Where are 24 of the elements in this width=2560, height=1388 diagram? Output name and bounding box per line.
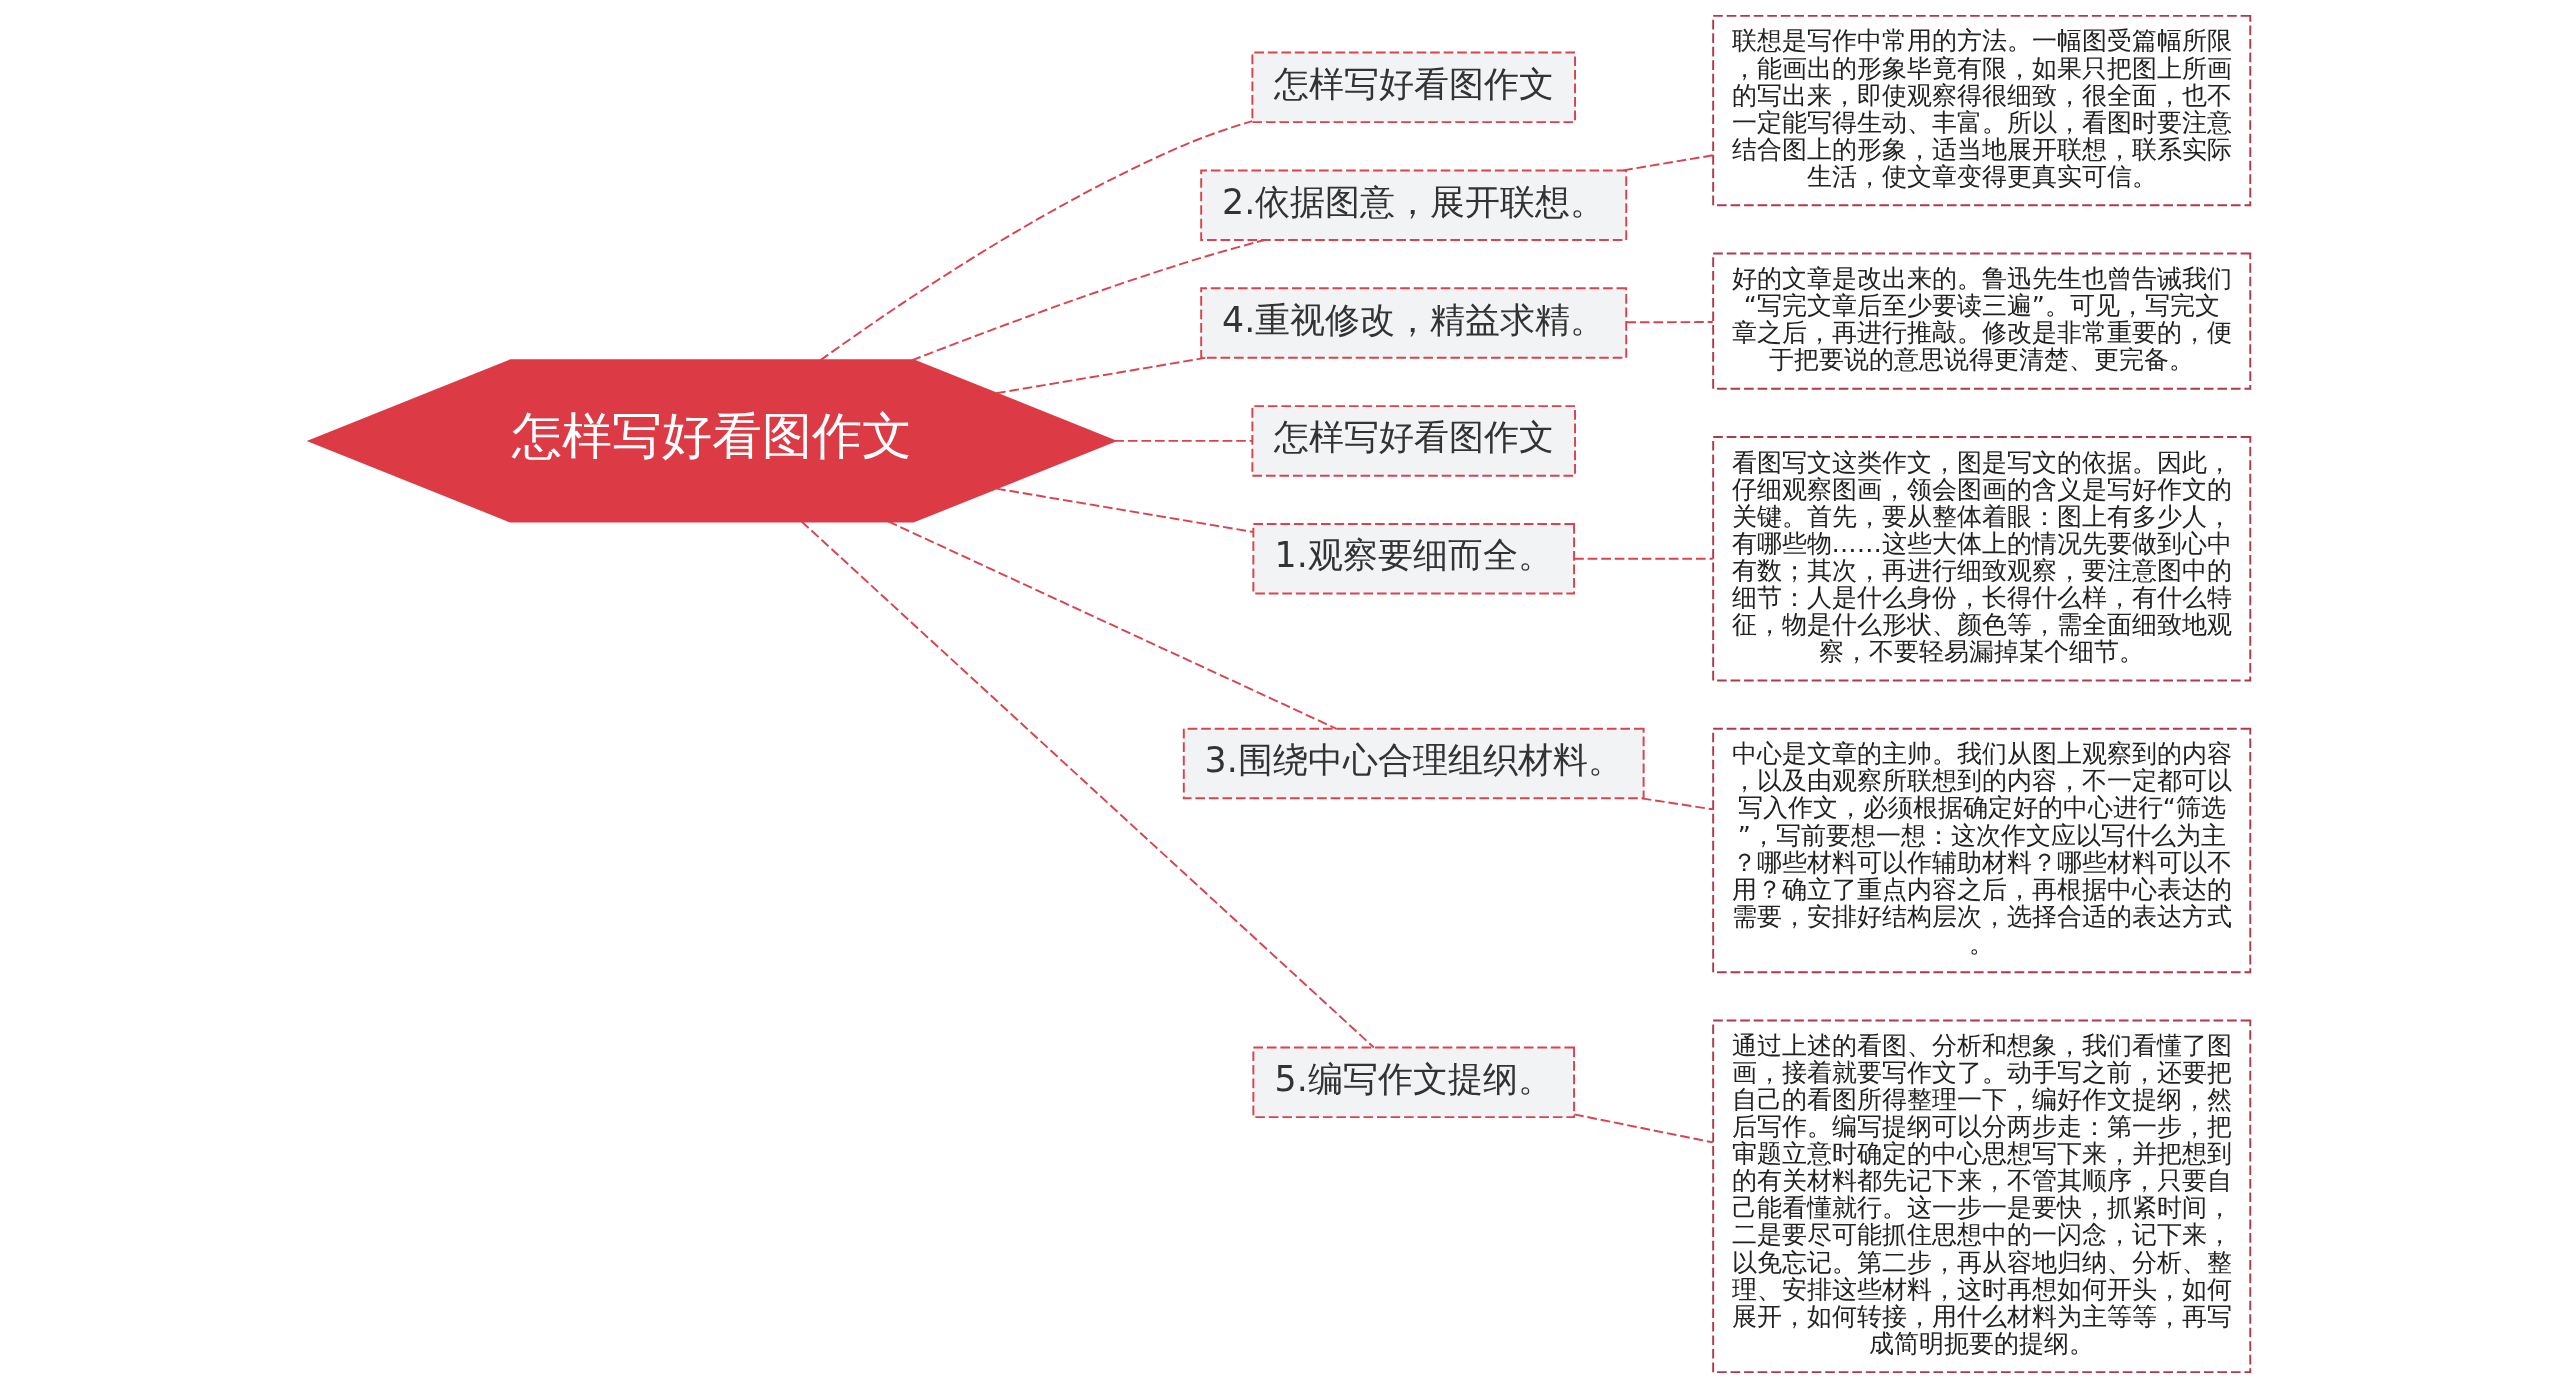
connector bbox=[1573, 1113, 1714, 1144]
connector bbox=[1113, 439, 1254, 442]
connector bbox=[910, 239, 1266, 362]
node-box: 通过上述的看图、分析和想象，我们看懂了图画，接着就要写作文了。动手写之前，还要把自己的看图所得整理一下，编好作文提纲，然后写作。编写提纲可以分两步走：第一步，把审题立意时确定的中心思想写下来，并把想到的有关材料都先记下来，不管其顺序，只要自己能看懂就行。这一步一是要快，抓紧时间，二是要尽可能抓住思想中的一闪念，记下来，以免忘记。第二步，再从容地归纳、分析、整理、安排这些材料，这时再想如何开头，如何展开，如何转接，用什么材料为主等等，再写成简明扼要的提纲。 bbox=[1712, 1019, 2252, 1374]
node-box: 联想是写作中常用的方法。一幅图受篇幅所限，能画出的形象毕竟有限，如果只把图上所画的写出来，即使观察得很细致，很全面，也不一定能写得生动、丰富。所以，看图时要注意结合图上的形象，适当地展开联想，联系实际生活，使文章变得更真实可信。 bbox=[1712, 14, 2252, 207]
connector bbox=[995, 487, 1255, 533]
node-box: 好的文章是改出来的。鲁迅先生也曾告诫我们“写完文章后至少要读三遍”。可见，写完文章之后，再进行推敲。修改是非常重要的，便于把要说的意思说得更清楚、更完备。 bbox=[1712, 252, 2252, 390]
node-box: 2.依据图意，展开联想。 bbox=[1200, 169, 1628, 241]
connector bbox=[995, 356, 1207, 395]
connector bbox=[1573, 557, 1714, 560]
node-box: 中心是文章的主帅。我们从图上观察到的内容，以及由观察所联想到的内容，不一定都可以写入作文，必须根据确定好的中心进行“筛选”，写前要想一想：这次作文应以写什么为主？哪些材料可以作辅助材料？哪些材料可以不用？确立了重点内容之后，再根据中心表达的需要，安排好结构层次，选择合适的表达方式。 bbox=[1712, 727, 2252, 974]
connector bbox=[1625, 321, 1714, 324]
node-box: 1.观察要细而全。 bbox=[1252, 523, 1576, 595]
node-box: 4.重视修改，精益求精。 bbox=[1200, 287, 1628, 359]
node-box: 怎样写好看图作文 bbox=[1251, 51, 1576, 124]
connector bbox=[887, 520, 1338, 730]
node-box: 3.围绕中心合理组织材料。 bbox=[1182, 727, 1645, 800]
node-box: 怎样写好看图作文 bbox=[1251, 405, 1576, 477]
node-box: 看图写文这类作文，图是写文的依据。因此，仔细观察图画，领会图画的含义是写好作文的关键。首先，要从整体着眼：图上有多少人，有哪些物……这些大体上的情况先要做到心中有数；其次，再进行细致观察，要注意图中的细节：人是什么身份，长得什么样，有什么特征，物是什么形状、颜色等，需全面细致地观察，不要轻易漏掉某个细节。 bbox=[1712, 436, 2252, 682]
connector bbox=[1622, 154, 1714, 172]
node-box: 5.编写作文提纲。 bbox=[1252, 1046, 1576, 1119]
connector bbox=[819, 120, 1253, 362]
connector bbox=[800, 520, 1375, 1049]
connector bbox=[1640, 797, 1714, 811]
